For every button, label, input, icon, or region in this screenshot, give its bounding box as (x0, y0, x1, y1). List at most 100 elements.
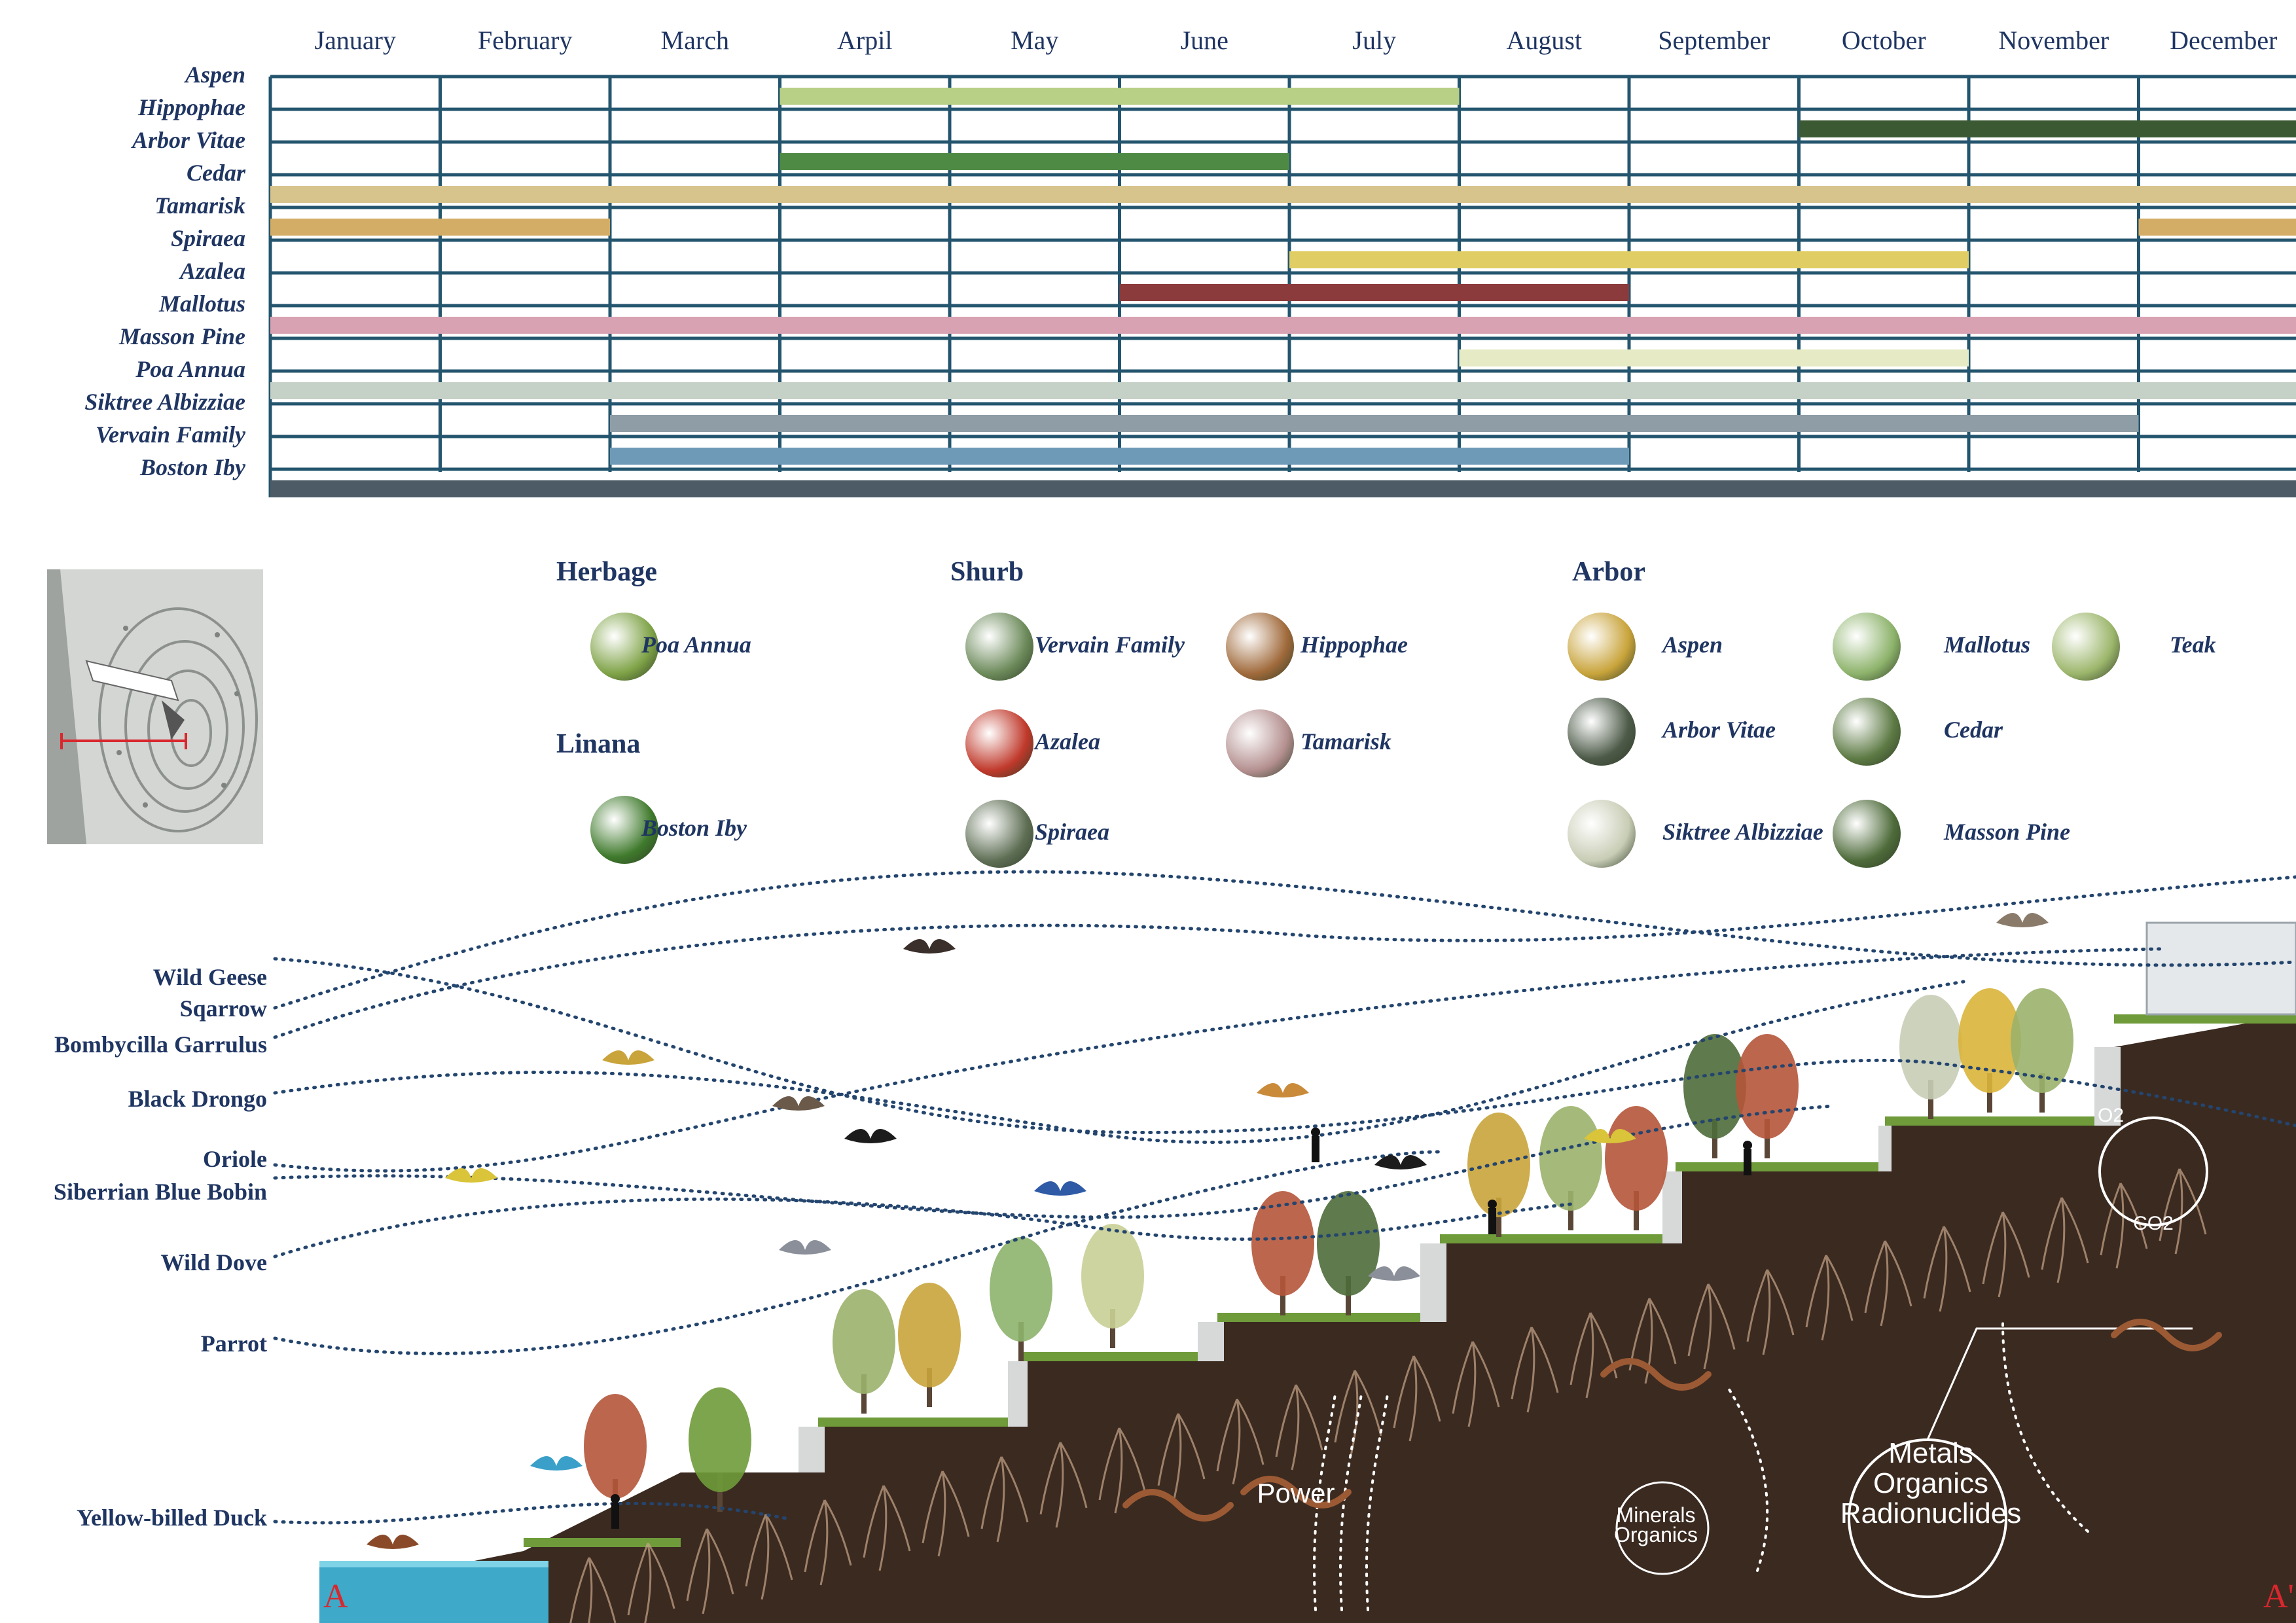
tree-canopy (1251, 1191, 1314, 1296)
root-lines (1746, 1269, 1795, 1355)
bird-silhouette (1996, 913, 2049, 927)
power-label: Power (1257, 1478, 1335, 1508)
person-body (1488, 1208, 1496, 1234)
month-label: November (1998, 26, 2109, 55)
plant-photo (1226, 613, 1294, 681)
bird-label: Bombycilla Garrulus (54, 1031, 267, 1058)
flowering-bar (270, 317, 2296, 334)
person-head (1488, 1200, 1497, 1209)
root-lines (1864, 1240, 1912, 1327)
plant-row-label: Masson Pine (118, 323, 245, 349)
section-marker-a-prime: A' (2263, 1578, 2294, 1615)
bird-label: Siberrian Blue Bobin (53, 1179, 267, 1205)
plant-name: Arbor Vitae (1662, 717, 1776, 743)
building (2145, 921, 2296, 1016)
flight-path (273, 1104, 1835, 1219)
plant-photo (590, 613, 658, 681)
tree-canopy (898, 1283, 961, 1387)
earthworm (1122, 1489, 1234, 1522)
grass-strip (2114, 1014, 2296, 1024)
plant-photo (1568, 698, 1636, 766)
tree-canopy (689, 1387, 751, 1492)
tree-canopy (1317, 1191, 1380, 1296)
flight-path (273, 1501, 787, 1525)
shurb-title: Shurb (950, 557, 1024, 587)
flight-path (273, 1150, 1442, 1355)
grass-strip (1676, 1162, 1878, 1171)
metals-text: Metals (1888, 1437, 1973, 1469)
plant-photo (965, 800, 1033, 868)
tree-canopy (2011, 988, 2073, 1093)
tree-canopy (1539, 1106, 1602, 1211)
plant-row-label: Hippophae (137, 94, 245, 120)
retaining-wall (1662, 1171, 1682, 1243)
plant-row-label: Spiraea (170, 225, 245, 251)
plant-name: Aspen (1662, 632, 1723, 658)
root-lines (1334, 1370, 1382, 1456)
retaining-wall (1878, 1126, 1892, 1171)
root-lines (1982, 1211, 2030, 1298)
root-lines (1511, 1327, 1559, 1413)
root-lines (2159, 1168, 2207, 1255)
minerals-circle (1615, 1481, 1710, 1575)
tree-canopy (1683, 1034, 1746, 1139)
flowering-bar (780, 153, 1289, 170)
grass-strip (1217, 1313, 1420, 1322)
retaining-wall (1198, 1322, 1224, 1361)
flowering-bar (270, 186, 2296, 203)
tree-canopy (833, 1289, 895, 1394)
bird-silhouette (1584, 1129, 1636, 1143)
month-label: June (1180, 26, 1229, 55)
retaining-wall (1420, 1243, 1446, 1322)
month-label: September (1658, 26, 1770, 55)
flight-path (273, 957, 2296, 1134)
bird-silhouette (445, 1168, 497, 1183)
key-map (47, 569, 263, 844)
grass-strip (818, 1418, 1008, 1427)
bird-silhouette (530, 1456, 583, 1471)
plant-row-label: Azalea (179, 258, 245, 284)
flowering-bar (2138, 219, 2296, 236)
flowering-bar (1289, 251, 1969, 268)
power-arrow (1339, 1393, 1363, 1611)
root-lines (1157, 1413, 1206, 1499)
root-lines (1570, 1312, 1618, 1399)
nutrient-arrow (2001, 1321, 2089, 1533)
plant-photo (1833, 613, 1901, 681)
plant-name: Azalea (1035, 728, 1101, 755)
plant-photo (1568, 800, 1636, 868)
root-lines (2100, 1183, 2148, 1269)
root-lines (980, 1456, 1029, 1543)
month-label: October (1841, 26, 1926, 55)
plant-name: Siktree Albizziae (1662, 819, 1823, 845)
plant-photo (2052, 613, 2120, 681)
root-lines (1687, 1283, 1736, 1370)
power-arrow (1313, 1393, 1336, 1611)
bird-label: Sqarrow (179, 995, 267, 1022)
root-lines (1805, 1255, 1854, 1341)
nutrient-arrow (1727, 1386, 1769, 1572)
root-lines (1098, 1427, 1147, 1514)
organics-text: Organics (1613, 1523, 1698, 1546)
plant-name: Poa Annua (641, 632, 751, 658)
person-body (1744, 1149, 1751, 1175)
flowering-bar (610, 415, 2139, 432)
month-label: January (314, 26, 396, 55)
tree-canopy (1899, 995, 1962, 1099)
person-head (611, 1494, 620, 1503)
grass-strip (1440, 1234, 1662, 1243)
plant-photo (965, 709, 1033, 777)
flight-path (273, 875, 2296, 1039)
plant-row-label: Mallotus (158, 291, 245, 317)
bird-silhouette (1034, 1181, 1086, 1196)
flight-path (273, 1197, 1573, 1258)
tree-canopy (1605, 1106, 1668, 1211)
bird-label: Wild Geese (152, 964, 267, 990)
month-label: Arpil (837, 26, 893, 55)
person-body (1312, 1136, 1319, 1162)
tree-canopy (1736, 1034, 1799, 1139)
month-label: August (1506, 26, 1583, 55)
metals-organics-text: Organics (1873, 1467, 1989, 1499)
person-head (1743, 1141, 1752, 1150)
root-lines (686, 1528, 734, 1614)
